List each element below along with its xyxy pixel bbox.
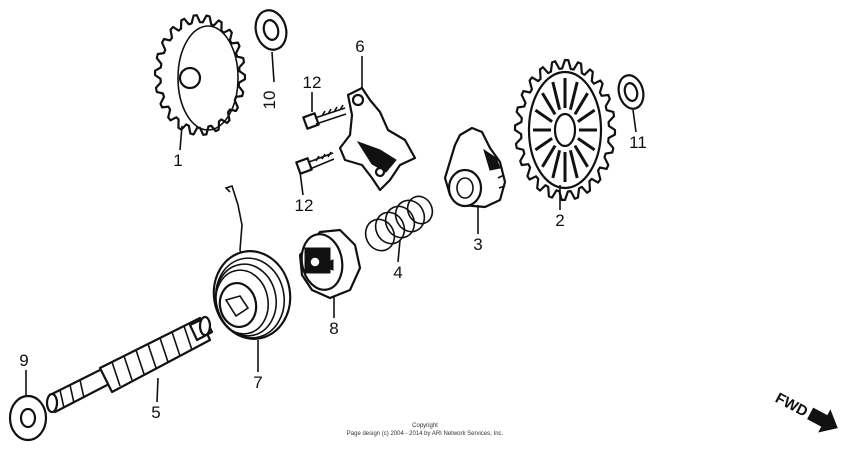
- callout-9: 9: [19, 351, 28, 370]
- callout-4: 4: [393, 263, 402, 282]
- part-7-return-spring[interactable]: [207, 184, 297, 345]
- gear-2-slot: [573, 144, 589, 168]
- callout-5: 5: [151, 403, 160, 422]
- gear-2-slot: [534, 137, 553, 152]
- part-3-ratchet[interactable]: [443, 126, 507, 209]
- copyright-line-1: Copyright: [412, 423, 438, 429]
- callout-1: 1: [173, 151, 182, 170]
- callout-7: 7: [253, 373, 262, 392]
- part-1-gear[interactable]: [153, 14, 247, 136]
- callout-11: 11: [629, 133, 647, 152]
- part-12-bolt-lower[interactable]: [295, 151, 335, 175]
- fwd-label: FWD: [772, 390, 810, 421]
- part-6-ratchet-guide[interactable]: [338, 86, 417, 192]
- fwd-arrow-icon: [807, 407, 838, 433]
- gear-2-slot: [551, 149, 562, 179]
- callout-3: 3: [473, 235, 482, 254]
- part-10-washer[interactable]: [251, 7, 290, 53]
- gear-2-slot: [534, 108, 553, 123]
- callout-6: 6: [355, 37, 364, 56]
- forward-direction-indicator: FWD: [772, 390, 838, 433]
- leader-lines: [25, 51, 637, 403]
- part-9-washer[interactable]: [8, 394, 48, 442]
- gear-2-slot: [577, 108, 596, 123]
- copyright-line-2: Page design (c) 2004 - 2014 by ARI Netwo…: [347, 431, 504, 437]
- callout-12-upper: 12: [303, 73, 322, 92]
- part-5-kick-spindle[interactable]: [45, 315, 214, 414]
- gear-2-slot: [573, 92, 589, 116]
- gear-2-slot: [541, 92, 557, 116]
- part-11-washer[interactable]: [615, 72, 647, 111]
- callout-2: 2: [555, 211, 564, 230]
- gear-2-slot: [577, 137, 596, 152]
- gear-2-slot: [541, 144, 557, 168]
- callout-12-lower: 12: [295, 196, 314, 215]
- gear-2-slot: [568, 81, 579, 111]
- callout-8: 8: [329, 319, 338, 338]
- callout-10: 10: [260, 91, 279, 110]
- callout-labels: 1 2 3 4 5 6 7 8 9 10 11 12 12: [19, 37, 647, 422]
- gear-2-slot: [551, 81, 562, 111]
- part-12-bolt-upper[interactable]: [302, 104, 347, 130]
- copyright-notice: Copyright Page design (c) 2004 - 2014 by…: [347, 423, 504, 437]
- part-2-kick-gear[interactable]: [513, 58, 617, 202]
- part-8-collar[interactable]: [297, 228, 362, 300]
- part-4-spring[interactable]: [361, 192, 437, 255]
- gear-2-slot: [568, 149, 579, 179]
